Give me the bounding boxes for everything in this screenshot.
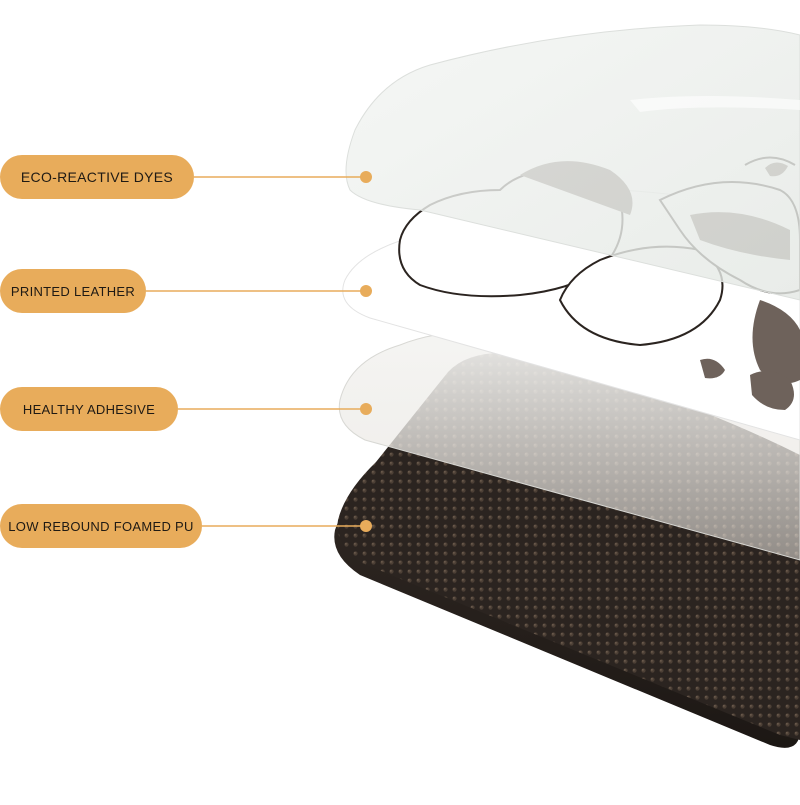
label-low-rebound-foamed-pu: LOW REBOUND FOAMED PU [0, 504, 202, 548]
label-eco-reactive-dyes: ECO-REACTIVE DYES [0, 155, 194, 199]
connectors [146, 176, 366, 527]
connector-dot-3 [360, 403, 372, 415]
connector-dot-1 [360, 171, 372, 183]
connector-dot-4 [360, 520, 372, 532]
eco-dyes-layer [345, 24, 800, 301]
connector-dot-2 [360, 285, 372, 297]
label-printed-leather: PRINTED LEATHER [0, 269, 146, 313]
label-healthy-adhesive: HEALTHY ADHESIVE [0, 387, 178, 431]
connector-dots [360, 171, 372, 532]
